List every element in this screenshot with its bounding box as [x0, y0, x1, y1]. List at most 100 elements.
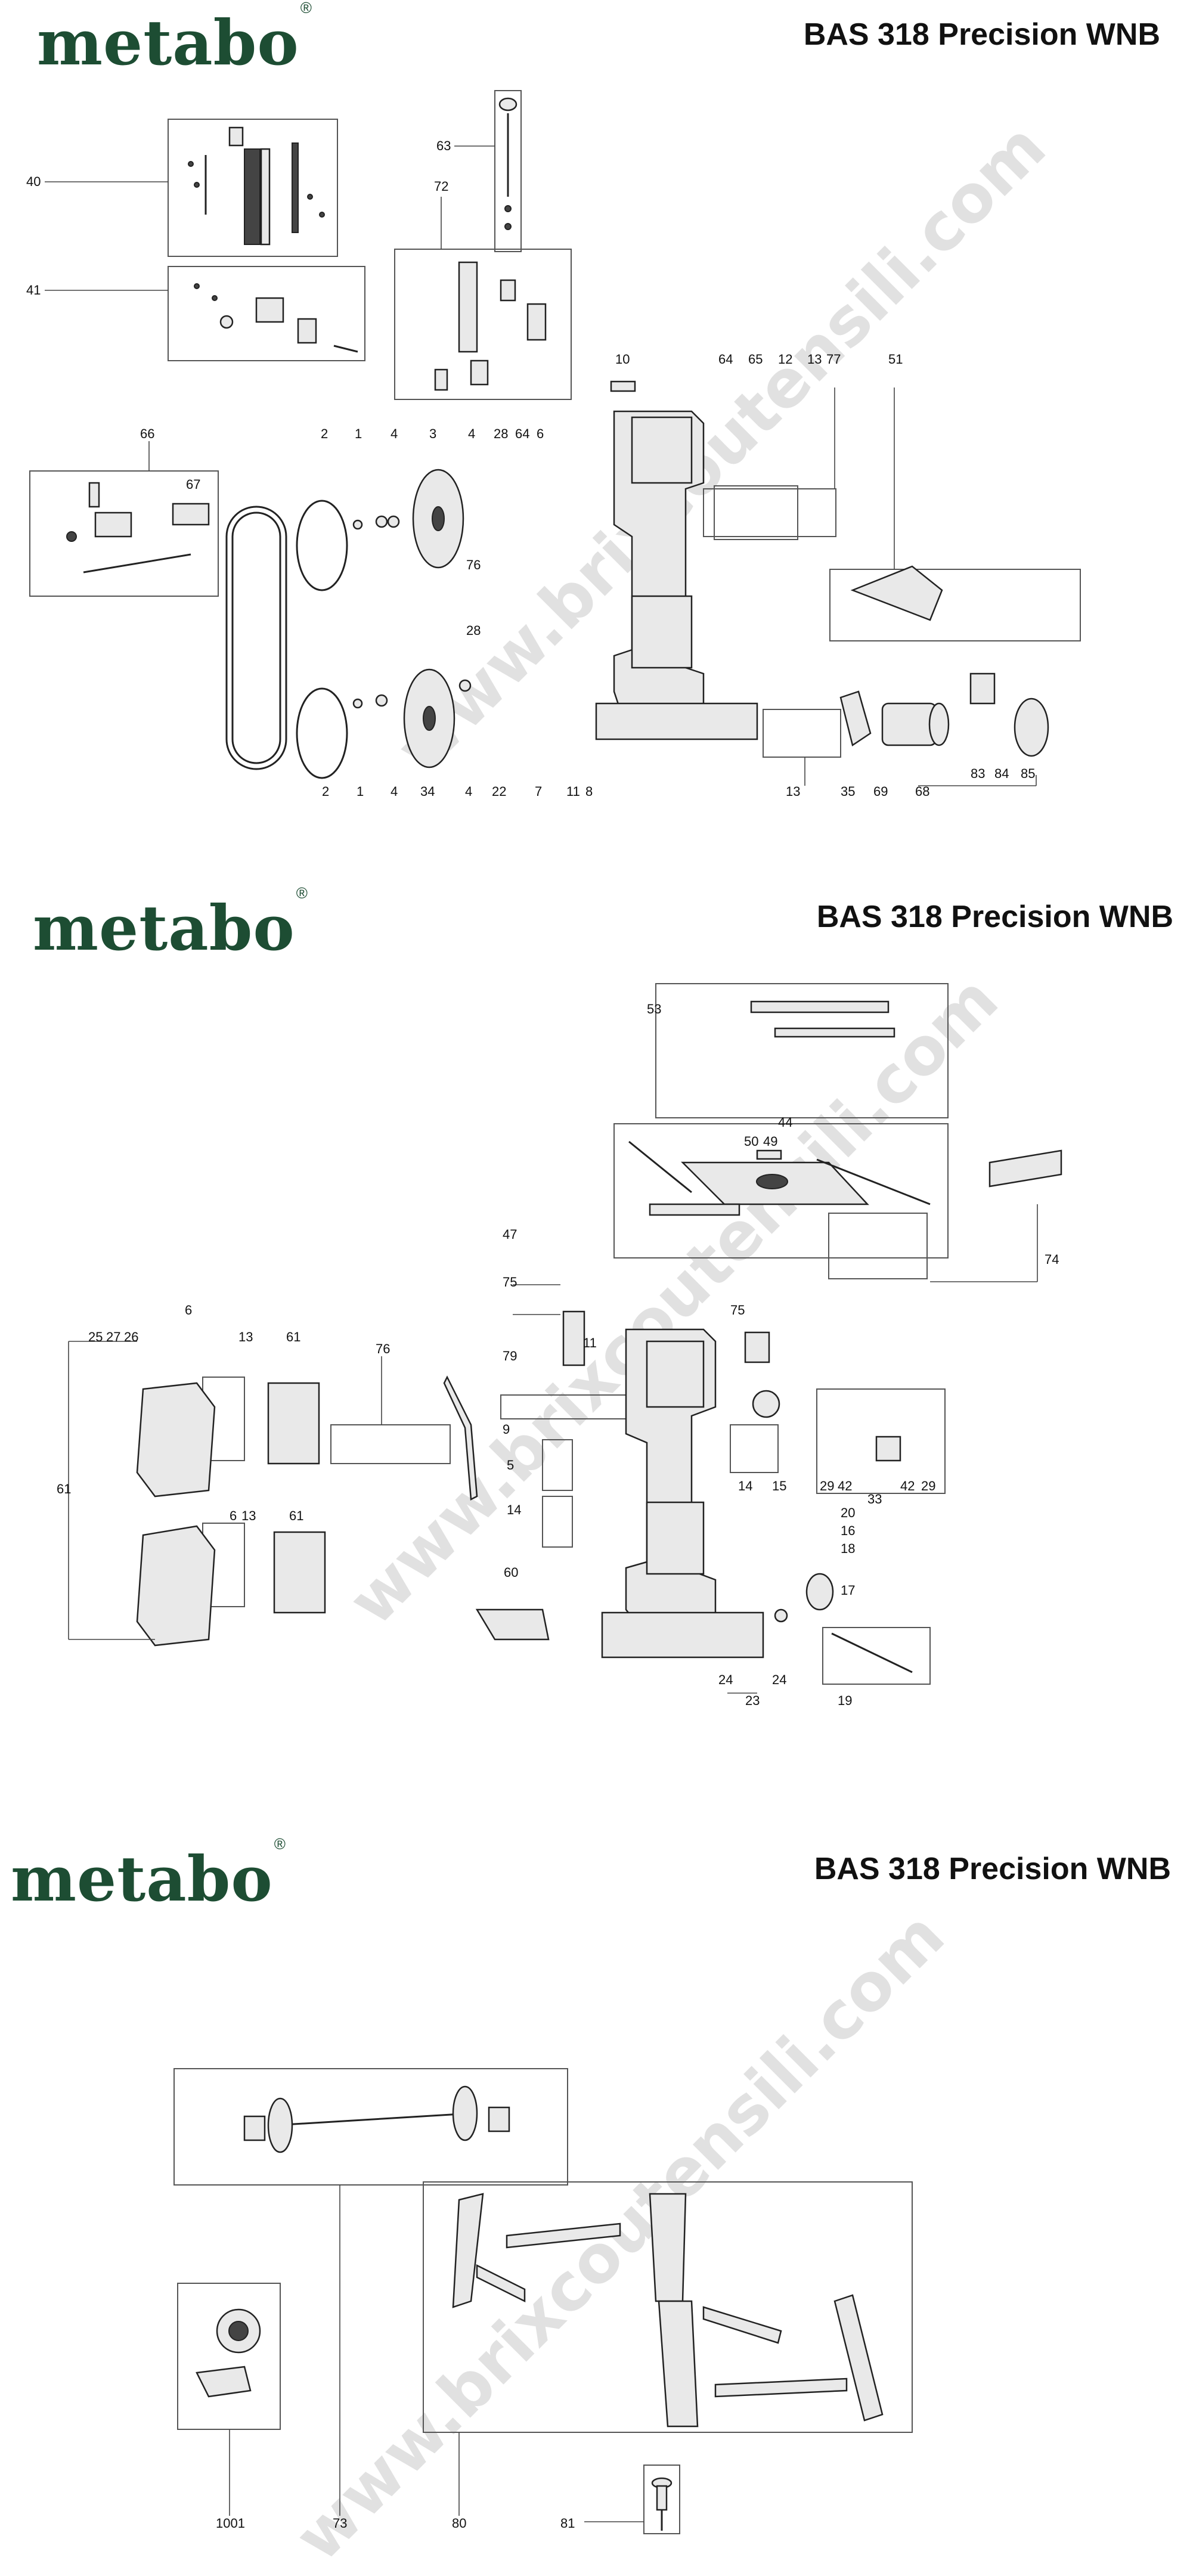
callout-label: 51 — [888, 352, 903, 367]
model-title: BAS 318 Precision WNB — [803, 17, 1160, 52]
callout-label: 3 — [429, 426, 436, 441]
group-box-40 — [168, 119, 338, 257]
group-box-53 — [655, 983, 949, 1118]
group-box-44 — [613, 1123, 949, 1258]
callout-label: 27 — [106, 1329, 120, 1344]
doors-and-covers — [136, 1375, 550, 1647]
model-title: BAS 318 Precision WNB — [814, 1852, 1171, 1886]
brand-logo: metabo® — [11, 1835, 286, 1915]
callout-label: 81 — [560, 2516, 575, 2531]
callout-label: 13 — [241, 1508, 256, 1523]
callout-label: 67 — [186, 477, 200, 492]
callout-label: 61 — [289, 1508, 303, 1523]
group-box-81 — [643, 2465, 680, 2534]
group-box-33 — [816, 1388, 946, 1494]
callout-label: 23 — [745, 1693, 760, 1708]
leader-lines — [45, 145, 1037, 786]
callout-label: 34 — [420, 784, 435, 799]
group-box-41 — [168, 266, 365, 361]
band-saw-frame — [562, 1310, 764, 1659]
callout-label: 75 — [730, 1303, 745, 1318]
callout-label: 17 — [841, 1583, 855, 1598]
callout-label: 1001 — [216, 2516, 245, 2531]
callout-label: 64 — [515, 426, 529, 441]
callout-label: 24 — [772, 1672, 786, 1687]
saw-table — [628, 1000, 1062, 1216]
callout-label: 85 — [1021, 766, 1035, 781]
callout-label: 53 — [647, 1002, 661, 1016]
saw-blades — [225, 500, 348, 779]
callout-label: 42 — [900, 1478, 915, 1493]
callout-label: 11 — [566, 784, 580, 799]
detail-1001 — [196, 2308, 261, 2398]
callout-label: 11 — [583, 1335, 597, 1350]
group-box-64 — [703, 488, 836, 537]
callout-label: 40 — [26, 174, 41, 189]
callout-label: 33 — [867, 1492, 882, 1506]
callout-label: 29 — [921, 1478, 935, 1493]
exploded-view-frame: 40 41 63 72 10 64 65 12 13 77 51 66 67 2… — [26, 90, 1081, 799]
callout-label: 10 — [615, 352, 630, 367]
group-box-73 — [173, 2068, 568, 2186]
stand-legs — [452, 2193, 884, 2428]
callout-label: 24 — [718, 1672, 733, 1687]
callout-label: 16 — [841, 1523, 855, 1538]
misc-parts — [744, 1331, 913, 1673]
callout-label: 6 — [185, 1303, 192, 1318]
callout-label: 20 — [841, 1505, 855, 1520]
group-box-1001 — [177, 2283, 281, 2430]
exploded-view-table: 53 44 50 49 74 47 75 11 79 75 6 13 61 25… — [57, 983, 1062, 1708]
callout-label: 35 — [841, 784, 855, 799]
callout-label: 4 — [468, 426, 475, 441]
callout-label: 9 — [503, 1422, 510, 1437]
callout-label: 47 — [503, 1227, 517, 1242]
callout-label: 14 — [507, 1502, 521, 1517]
group-box-14 — [542, 1496, 573, 1548]
callout-label: 72 — [434, 179, 448, 194]
callout-label: 1 — [357, 784, 364, 799]
callout-label: 5 — [507, 1458, 514, 1473]
callout-label: 22 — [492, 784, 506, 799]
parts-72 — [434, 261, 547, 391]
callout-label: 77 — [826, 352, 841, 367]
callout-label: 4 — [391, 426, 398, 441]
callout-label: 13 — [786, 784, 800, 799]
callout-label: 14 — [738, 1478, 752, 1493]
parts-41 — [194, 283, 358, 353]
callout-label: 64 — [718, 352, 733, 367]
group-box-13 — [763, 709, 841, 758]
group-box-51 — [829, 569, 1081, 641]
callout-label: 12 — [778, 352, 792, 367]
callout-label: 29 — [820, 1478, 834, 1493]
callout-label: 13 — [238, 1329, 253, 1344]
callout-label: 1 — [355, 426, 362, 441]
group-box-19 — [822, 1627, 931, 1685]
diagram-page-3: metabo® BAS 318 Precision WNB www.brixco… — [0, 1783, 1190, 2575]
callout-label: 8 — [585, 784, 593, 799]
detail-81 — [651, 2477, 673, 2531]
callout-label: 84 — [994, 766, 1009, 781]
callout-label: 69 — [873, 784, 888, 799]
callout-label: 6 — [537, 426, 544, 441]
callout-label: 83 — [971, 766, 985, 781]
diagram-page-2: metabo® BAS 318 Precision WNB www.brixco… — [0, 870, 1190, 1783]
group-box-72 — [394, 249, 572, 400]
group-box-12 — [714, 485, 798, 540]
motor-assembly — [839, 565, 1049, 757]
group-box-79 — [500, 1394, 644, 1419]
callout-label: 61 — [286, 1329, 300, 1344]
callout-label: 60 — [504, 1565, 518, 1580]
callout-label: 76 — [466, 557, 481, 572]
diagram-page-1: metabo® BAS 318 Precision WNB www.brixco… — [0, 0, 1190, 870]
callout-label: 18 — [841, 1541, 855, 1556]
wheels — [352, 469, 472, 768]
callout-label: 80 — [452, 2516, 466, 2531]
parts-66 — [66, 482, 210, 574]
callout-label: 15 — [772, 1478, 786, 1493]
callout-label: 42 — [838, 1478, 852, 1493]
stand-wheels — [243, 2085, 510, 2153]
parts-40 — [188, 126, 325, 246]
callout-label: 75 — [503, 1275, 517, 1289]
callout-label: 44 — [778, 1115, 792, 1130]
callout-label: 28 — [466, 623, 481, 638]
